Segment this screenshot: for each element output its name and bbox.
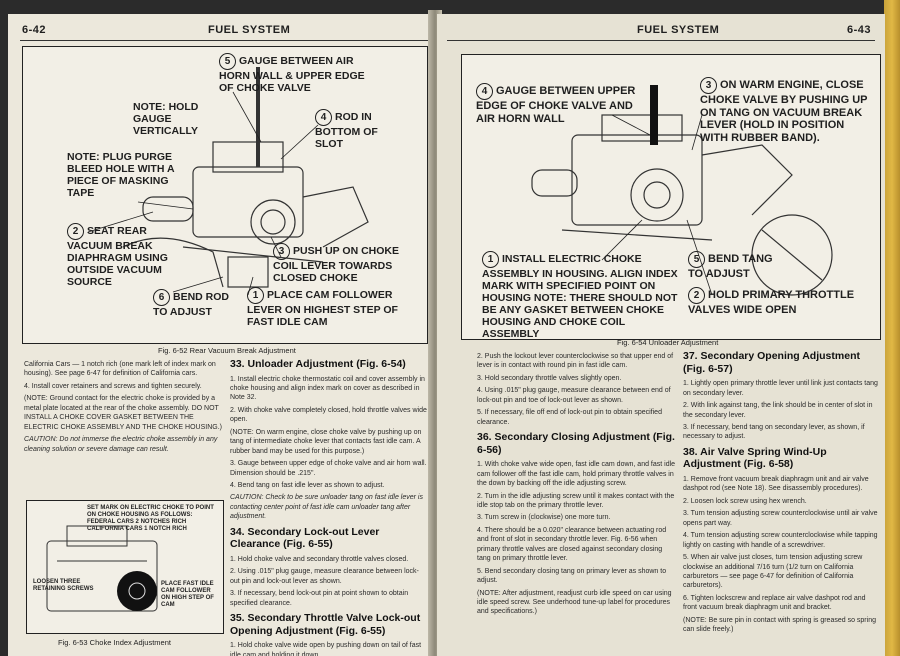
left-column-1: California Cars — 1 notch rich (one mark… xyxy=(24,360,222,457)
left-column-2: 33. Unloader Adjustment (Fig. 6-54) 1. I… xyxy=(230,354,428,656)
note-plug-purge: NOTE: PLUG PURGE BLEED HOLE WITH A PIECE… xyxy=(67,151,175,200)
right-column-2: 37. Secondary Opening Adjustment (Fig. 6… xyxy=(683,346,879,638)
left-page: 6-42 FUEL SYSTEM xyxy=(8,14,436,656)
heading-37: 37. Secondary Opening Adjustment (Fig. 6… xyxy=(683,350,860,375)
heading-33: 33. Unloader Adjustment (Fig. 6-54) xyxy=(230,358,406,370)
text-paragraph: 3. Hold secondary throttle valves slight… xyxy=(477,374,622,382)
text-paragraph: California Cars — 1 notch rich (one mark… xyxy=(24,361,216,378)
figure-6-53: SET MARK ON ELECTRIC CHOKE TO POINT ON C… xyxy=(26,500,224,634)
caption-6-52: Fig. 6-52 Rear Vacuum Break Adjustment xyxy=(158,346,296,355)
text-paragraph: 4. Bend tang on fast idle lever as shown… xyxy=(230,481,385,489)
text-paragraph: (NOTE: On warm engine, close choke valve… xyxy=(230,428,422,455)
text-paragraph: 2. Using .015" plug gauge, measure clear… xyxy=(230,568,419,585)
note-hold-gauge: NOTE: HOLD GAUGE VERTICALLY xyxy=(133,101,199,138)
text-paragraph: 3. If necessary, bend tang on secondary … xyxy=(683,423,865,441)
text-paragraph: 3. Turn tension adjusting screw counterc… xyxy=(683,510,878,527)
text-paragraph: 1. Lightly open primary throttle lever u… xyxy=(683,380,878,397)
text-paragraph: (NOTE: Ground contact for the electric c… xyxy=(24,395,222,431)
carburetor-illustration xyxy=(87,67,369,296)
page-number-left: 6-42 xyxy=(22,24,47,36)
text-paragraph: 2. Push the lockout lever counterclockwi… xyxy=(477,353,674,370)
text-paragraph: 5. If necessary, file off end of lock-ou… xyxy=(477,409,662,426)
header-rule xyxy=(447,40,875,41)
heading-38: 38. Air Valve Spring Wind-Up Adjustment … xyxy=(683,445,827,471)
choke-index-illustration xyxy=(46,525,158,612)
text-paragraph: 1. Hold choke valve and secondary thrott… xyxy=(230,555,409,563)
caution-paragraph: CAUTION: Do not immerse the electric cho… xyxy=(24,436,218,453)
unloader-illustration xyxy=(531,85,833,296)
text-paragraph: 4. Install cover retainers and screws an… xyxy=(24,382,202,390)
page-number-right: 6-43 xyxy=(847,24,872,36)
text-paragraph: (NOTE: Be sure pin in contact with sprin… xyxy=(683,616,876,634)
heading-34: 34. Secondary Lock-out Lever Clearance (… xyxy=(230,525,380,551)
text-paragraph: 5. When air valve just closes, turn tens… xyxy=(683,554,863,590)
text-paragraph: 5. Bend secondary closing tang on primar… xyxy=(477,567,667,585)
text-paragraph: 1. With choke valve wide open, fast idle… xyxy=(477,461,676,488)
text-paragraph: 2. Loosen lock screw using hex wrench. xyxy=(683,497,807,505)
text-paragraph: 6. Tighten lockscrew and replace air val… xyxy=(683,594,866,612)
heading-36: 36. Secondary Closing Adjustment (Fig. 6… xyxy=(477,431,675,456)
text-paragraph: 1. Remove front vacuum break diaphragm u… xyxy=(683,476,869,493)
callout-3: SET MARK ON ELECTRIC CHOKE TO POINT ON C… xyxy=(87,505,214,532)
callout-2: PLACE FAST IDLE CAM FOLLOWER ON HIGH STE… xyxy=(161,581,214,608)
text-paragraph: 1. Install electric choke thermostatic c… xyxy=(230,375,425,402)
text-paragraph: 2. With link against tang, the link shou… xyxy=(683,402,873,419)
text-paragraph: 1. Hold choke valve wide open by pushing… xyxy=(230,642,422,656)
running-head-right: FUEL SYSTEM xyxy=(637,24,720,36)
text-paragraph: 3. Gauge between upper edge of choke val… xyxy=(230,460,427,477)
heading-35: 35. Secondary Throttle Valve Lock-out Op… xyxy=(230,612,421,637)
caption-6-54: Fig. 6-54 Unloader Adjustment xyxy=(617,338,719,347)
right-page: FUEL SYSTEM 6-43 xyxy=(437,14,885,656)
page-edges xyxy=(884,0,900,656)
text-paragraph: 4. Using .015" plug gauge, measure clear… xyxy=(477,387,671,404)
text-paragraph: 4. There should be a 0.020" clearance be… xyxy=(477,526,667,563)
header-rule xyxy=(20,40,428,41)
text-paragraph: (NOTE: After adjustment, readjust curb i… xyxy=(477,589,672,616)
right-column-1: 2. Push the lockout lever counterclockwi… xyxy=(477,352,677,620)
caution-paragraph: CAUTION: Check to be sure unloader tang … xyxy=(230,494,423,521)
text-paragraph: 4. Turn tension adjusting screw counterc… xyxy=(683,532,878,549)
text-paragraph: 2. With choke valve completely closed, h… xyxy=(230,406,427,424)
caption-6-53: Fig. 6-53 Choke Index Adjustment xyxy=(58,638,171,647)
text-paragraph: 2. Turn in the idle adjusting screw unti… xyxy=(477,492,675,509)
running-head-left: FUEL SYSTEM xyxy=(208,24,291,36)
text-paragraph: 3. If necessary, bend lock-out pin at po… xyxy=(230,590,409,607)
text-paragraph: 3. Turn screw in (clockwise) one more tu… xyxy=(477,514,611,522)
callout-1: LOOSEN THREE RETAINING SCREWS xyxy=(33,579,94,592)
